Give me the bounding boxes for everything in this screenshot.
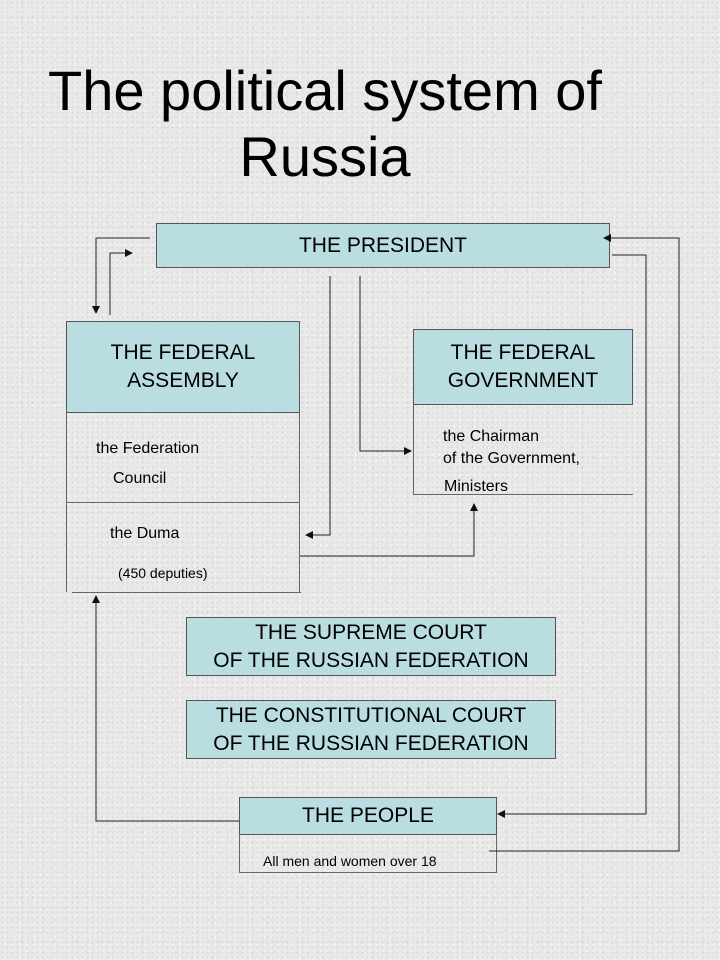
- federal-government-label: THE FEDERAL GOVERNMENT: [447, 341, 599, 392]
- government-members-line-2: of the Government,: [443, 450, 580, 467]
- constitutional-court-box: THE CONSTITUTIONAL COURT OF THE RUSSIAN …: [186, 700, 556, 759]
- constitutional-court-line-2: OF THE RUSSIAN FEDERATION: [213, 731, 529, 755]
- government-members-line-3: Ministers: [444, 478, 509, 495]
- government-members-line-1: the Chairman: [443, 428, 540, 445]
- federation-council-line-2: Council: [113, 470, 167, 487]
- federal-government-box: THE FEDERAL GOVERNMENT: [413, 329, 633, 405]
- people-label: THE PEOPLE: [302, 804, 434, 827]
- president-to-people-arrow: [497, 254, 647, 818]
- people-box: THE PEOPLE: [239, 797, 497, 835]
- title-line-1: The political system of: [48, 59, 602, 122]
- duma-size-label: (450 deputies): [118, 565, 208, 581]
- federal-assembly-box: THE FEDERAL ASSEMBLY: [66, 321, 300, 413]
- president-box: THE PRESIDENT: [156, 223, 610, 268]
- president-to-assembly-arrow: [92, 237, 150, 314]
- people-description: All men and women over 18: [263, 853, 437, 869]
- constitutional-court-line-1: THE CONSTITUTIONAL COURT: [215, 703, 527, 727]
- duma-label: the Duma: [110, 525, 180, 542]
- federal-assembly-label: THE FEDERAL ASSEMBLY: [110, 341, 256, 392]
- assembly-to-president-arrow: [109, 249, 133, 315]
- supreme-court-line-2: OF THE RUSSIAN FEDERATION: [213, 648, 529, 672]
- duma-bottom-line: [72, 592, 301, 593]
- diagram-title: The political system of Russia: [0, 58, 650, 190]
- duma-to-government-arrow: [300, 503, 478, 557]
- duma-section: [66, 502, 300, 592]
- people-to-president-arrow: [489, 234, 680, 852]
- supreme-court-box: THE SUPREME COURT OF THE RUSSIAN FEDERAT…: [186, 617, 556, 676]
- title-line-2: Russia: [239, 125, 411, 188]
- federation-council-line-1: the Federation: [96, 440, 200, 457]
- president-to-government-arrow: [359, 276, 412, 455]
- people-to-assembly-arrow: [92, 595, 239, 822]
- federal-government-members-section: [413, 404, 633, 495]
- federation-council-section: [66, 412, 300, 503]
- president-label: THE PRESIDENT: [298, 233, 468, 257]
- president-to-duma-arrow: [305, 276, 331, 539]
- people-description-section: [239, 834, 497, 873]
- supreme-court-line-1: THE SUPREME COURT: [255, 620, 487, 644]
